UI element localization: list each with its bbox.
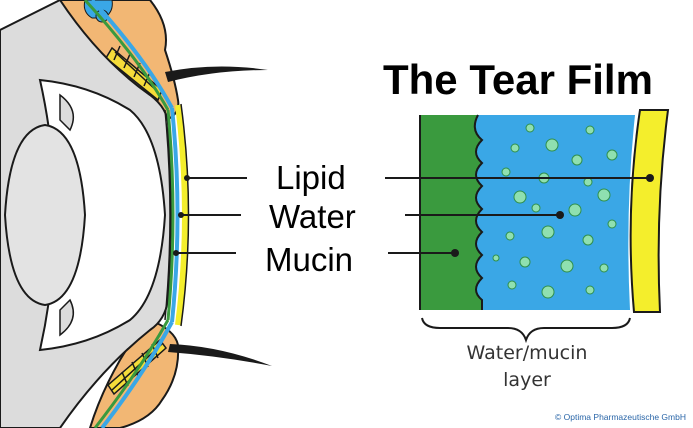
upper-meibomian-gland [105,45,163,102]
caption-line-2: layer [503,369,551,391]
mucin-region [420,115,482,310]
water-label: Water [269,198,356,235]
water-mucin-brace [421,317,631,344]
eye-cross-section [0,0,272,428]
lens-icon [3,123,87,307]
upper-eyelash [165,66,268,82]
diagram-title: The Tear Film [383,56,653,103]
tear-film-enlarged [385,109,670,344]
water-layer-strip [170,107,180,323]
lipid-region [629,109,670,313]
lipid-label: Lipid [276,159,346,196]
water-droplets [492,123,618,299]
mucin-layer-strip [166,109,175,321]
caption-line-1: Water/mucin [467,342,588,364]
mucin-label: Mucin [265,241,353,278]
lower-eyelash [168,344,272,366]
copyright-notice: © Optima Pharmazeutische GmbH [555,412,686,422]
